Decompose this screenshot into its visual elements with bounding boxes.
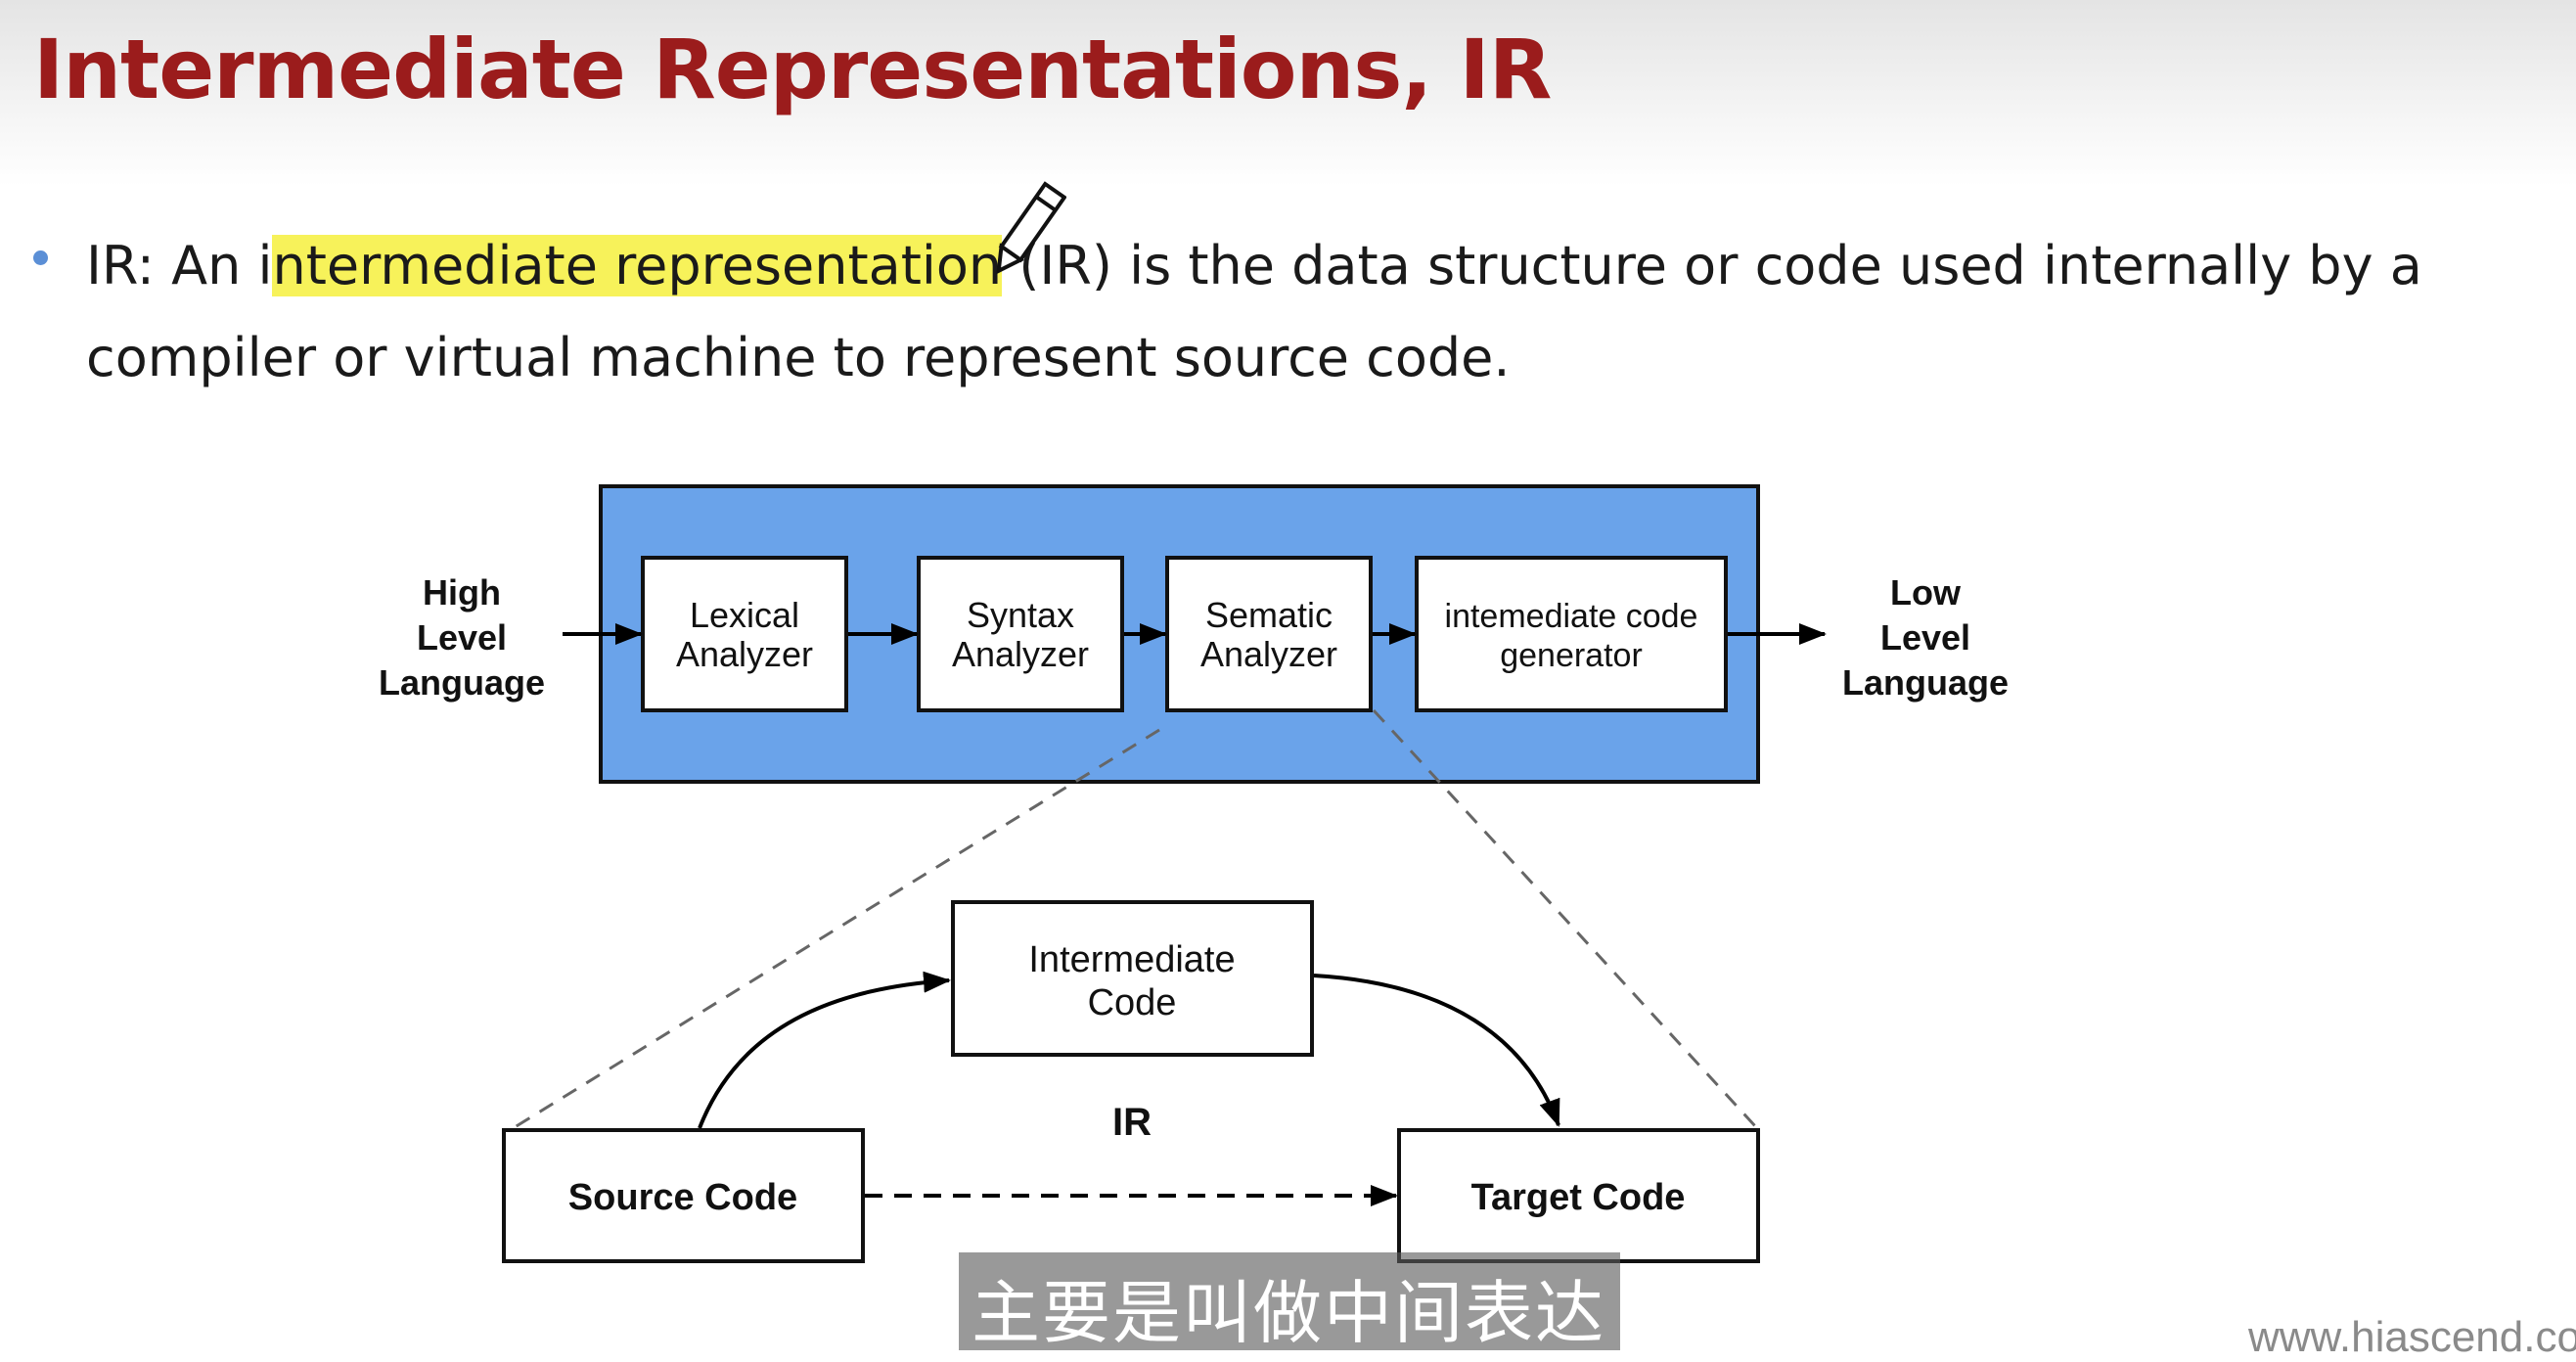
source-code-label: Source Code xyxy=(568,1177,797,1218)
syntax-line-1: Syntax xyxy=(967,595,1074,635)
code-generator-box xyxy=(1415,556,1728,712)
bullet-text: IR: An intermediate representation (IR) … xyxy=(86,220,2552,404)
syntax-analyzer-box xyxy=(917,556,1124,712)
arrow-source-to-ir xyxy=(698,971,951,1129)
output-label-1: Low xyxy=(1890,572,1962,613)
input-label-3: Language xyxy=(379,662,545,703)
ir-center-label: IR xyxy=(1112,1101,1152,1144)
bullet-marker xyxy=(33,250,48,265)
output-label-3: Language xyxy=(1842,662,2009,703)
intermediate-code-line-2: Code xyxy=(1088,982,1177,1023)
bullet-text-prefix: IR: An i xyxy=(86,235,273,296)
syntax-line-2: Analyzer xyxy=(952,634,1089,674)
intermediate-code-box xyxy=(951,900,1314,1057)
video-subtitle-box xyxy=(959,1252,1620,1350)
input-label-1: High xyxy=(423,572,501,613)
site-watermark: www.hiascend.co xyxy=(2248,1313,2576,1361)
zoom-line-left xyxy=(506,728,1160,1134)
output-label-2: Level xyxy=(1880,617,1970,658)
generator-line-1: intemediate code xyxy=(1445,598,1698,635)
lexical-line-1: Lexical xyxy=(690,595,799,635)
target-code-label: Target Code xyxy=(1471,1177,1686,1218)
lexical-line-2: Analyzer xyxy=(676,634,813,674)
title-band xyxy=(0,0,2576,186)
semantic-line-2: Analyzer xyxy=(1200,634,1337,674)
video-subtitle: 主要是叫做中间表达 xyxy=(972,1273,1605,1353)
pencil-icon xyxy=(996,181,1066,275)
lexical-analyzer-box xyxy=(641,556,848,712)
intermediate-code-line-1: Intermediate xyxy=(1028,939,1235,980)
input-label-2: Level xyxy=(417,617,507,658)
target-code-box xyxy=(1397,1128,1760,1263)
source-code-box xyxy=(502,1128,865,1263)
arrow-ir-to-target xyxy=(1313,974,1560,1127)
slide-title: Intermediate Representations, IR xyxy=(33,22,1552,117)
generator-line-2: generator xyxy=(1500,637,1643,674)
bullet-text-suffix: (IR) is the data structure or code used … xyxy=(86,235,2422,388)
semantic-analyzer-box xyxy=(1165,556,1373,712)
zoom-line-right xyxy=(1372,708,1758,1129)
highlighted-term: ntermediate representation xyxy=(272,235,1003,296)
semantic-line-1: Sematic xyxy=(1205,595,1333,635)
